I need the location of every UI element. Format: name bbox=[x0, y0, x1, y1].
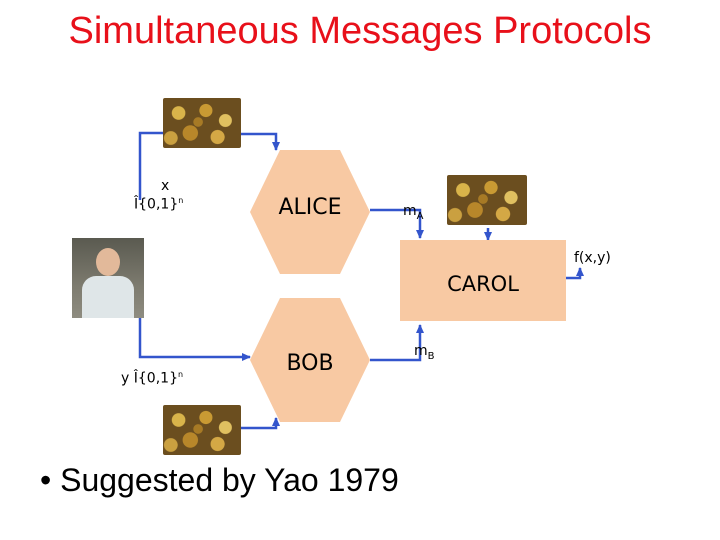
shared-randomness-coins-top bbox=[163, 98, 241, 148]
bob-label: BOB bbox=[250, 351, 370, 376]
person-photo bbox=[72, 238, 144, 318]
alice-label: ALICE bbox=[250, 195, 370, 220]
citation-bullet: • Suggested by Yao 1979 bbox=[40, 462, 399, 499]
alice-message: mA bbox=[403, 203, 423, 222]
carol-randomness-coins bbox=[447, 175, 527, 225]
carol-label: CAROL bbox=[400, 272, 566, 296]
randomness-to-bob-arrow bbox=[236, 418, 276, 428]
y-domain: y Î{0,1}n bbox=[121, 370, 183, 387]
carol-output-arrow bbox=[566, 268, 580, 278]
bob-message: mB bbox=[414, 343, 435, 362]
x-variable: x bbox=[161, 178, 169, 194]
x-domain: Î{0,1}n bbox=[134, 196, 183, 213]
randomness-to-alice-arrow bbox=[236, 133, 276, 150]
bob-to-carol-arrow bbox=[370, 325, 420, 360]
shared-randomness-coins-bottom bbox=[163, 405, 241, 455]
carol-output: f(x,y) bbox=[574, 250, 611, 266]
y-to-bob-arrow bbox=[140, 318, 250, 357]
